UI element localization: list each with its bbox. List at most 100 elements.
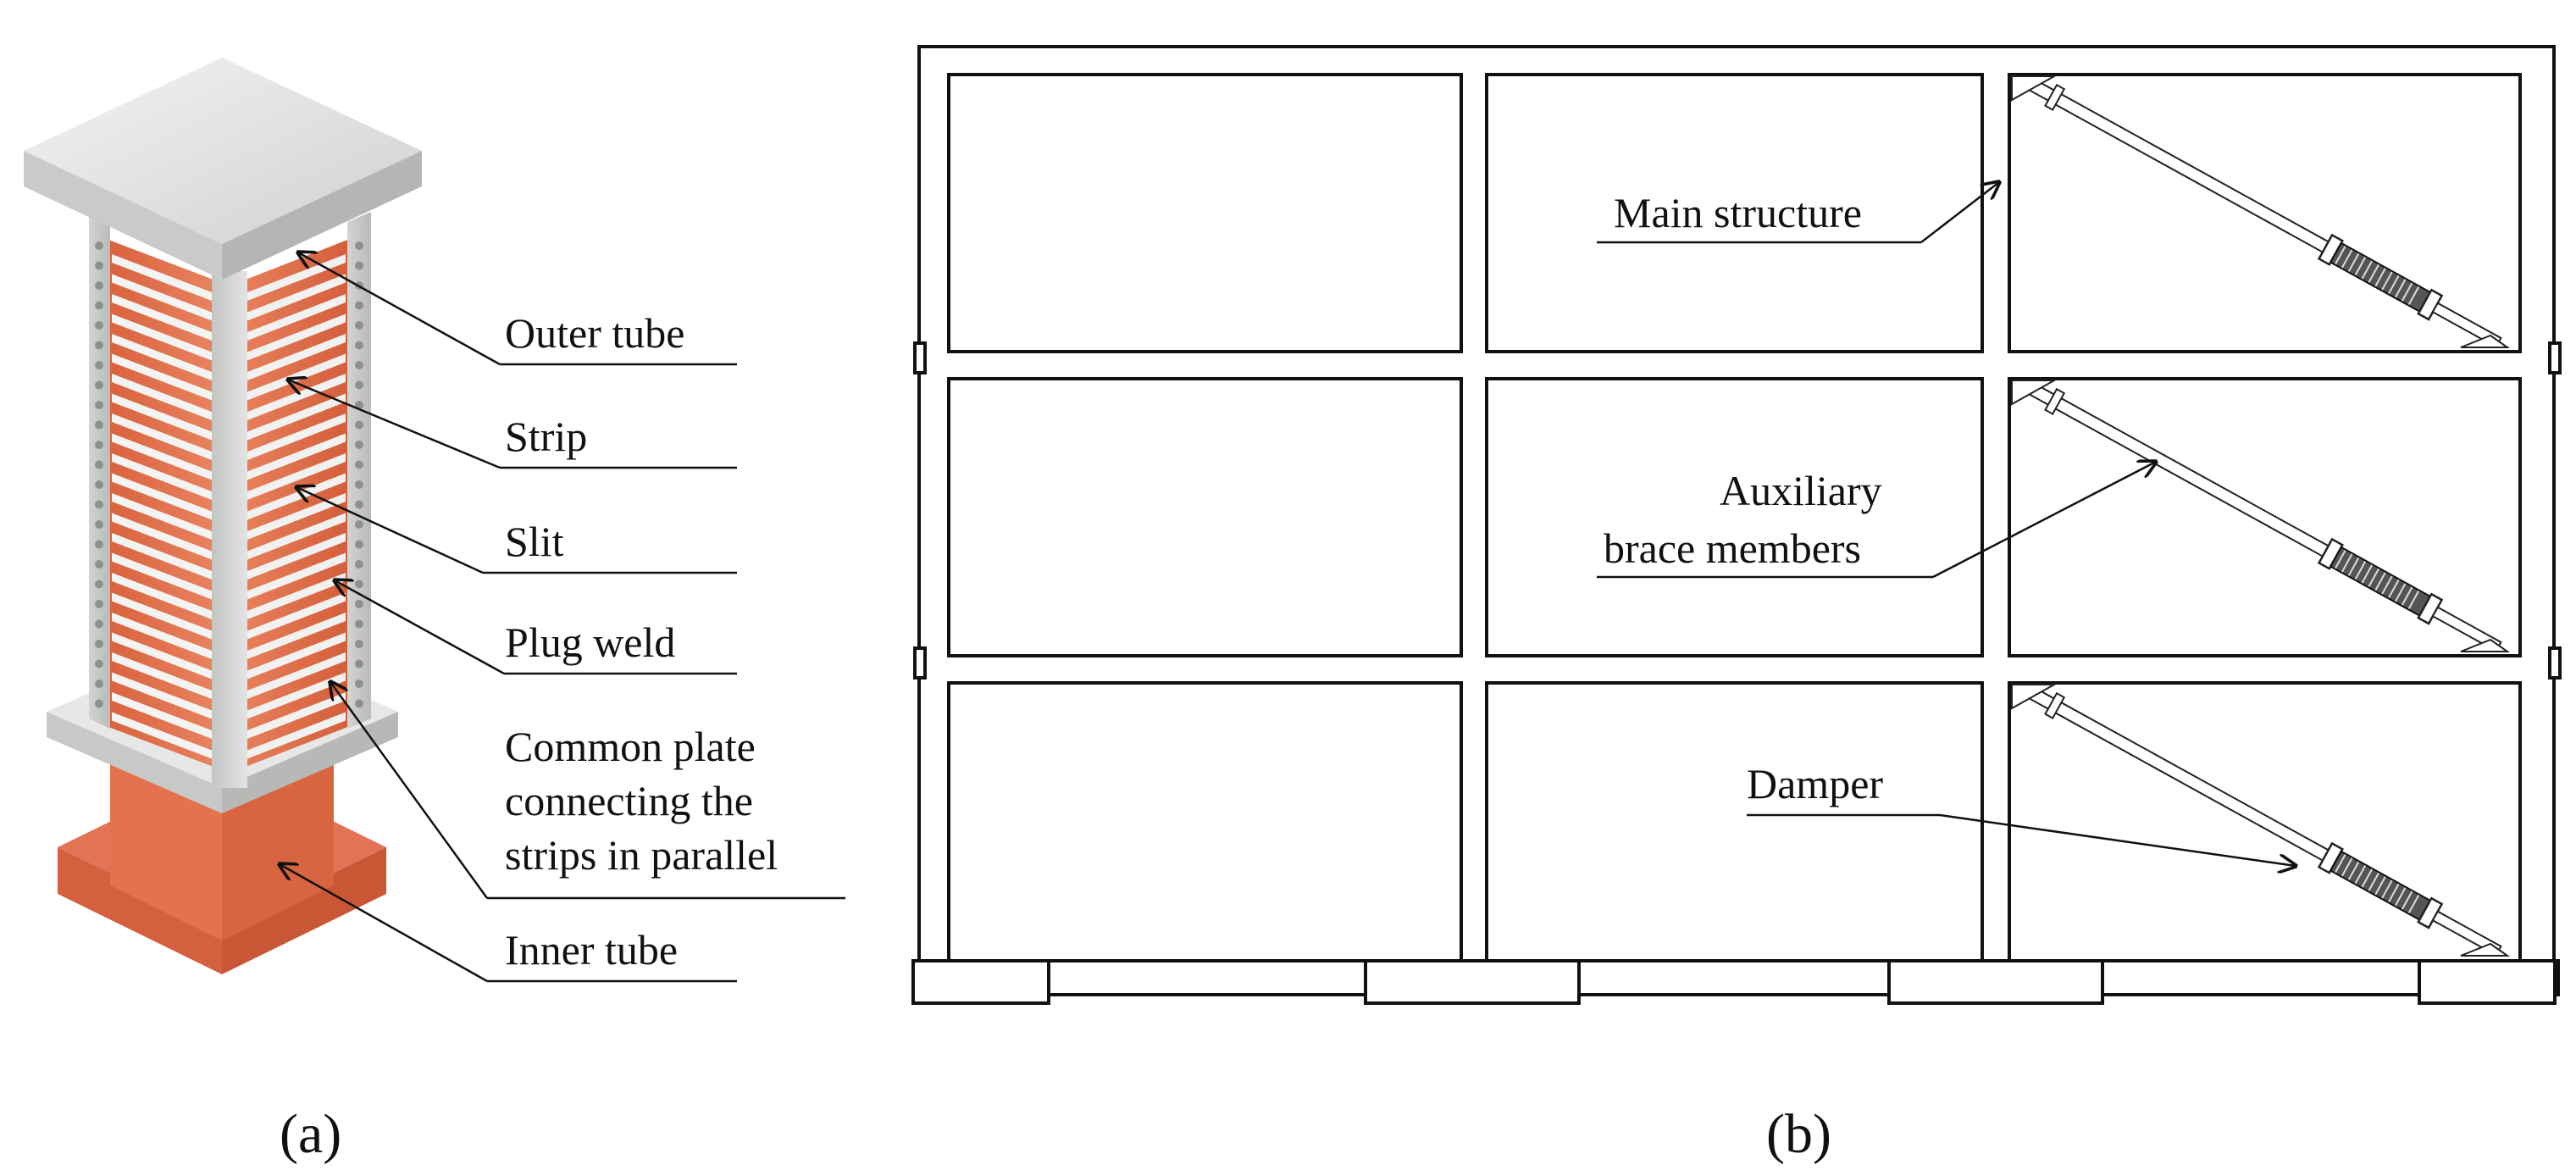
strip <box>112 334 212 380</box>
plug-weld <box>355 580 363 589</box>
label-plug-weld: Plug weld <box>505 619 675 666</box>
plug-weld <box>355 520 363 529</box>
strip <box>112 533 212 580</box>
strip <box>247 374 346 420</box>
strip <box>247 453 346 500</box>
plug-weld <box>95 600 103 608</box>
label-common-plate-3: strips in parallel <box>505 831 778 879</box>
label-inner-tube: Inner tube <box>505 926 678 974</box>
label-damper: Damper <box>1747 760 1883 807</box>
plug-weld <box>95 520 103 529</box>
plug-weld <box>355 600 363 608</box>
plug-weld <box>95 540 103 549</box>
strip <box>112 433 212 480</box>
strip <box>112 712 212 759</box>
plug-weld <box>355 301 363 310</box>
plug-weld <box>95 401 103 409</box>
plug-weld <box>355 540 363 549</box>
plug-weld <box>355 680 363 688</box>
plug-weld <box>95 261 103 270</box>
strip <box>247 313 346 361</box>
strip <box>112 313 212 361</box>
outer-tube-posts <box>89 212 371 788</box>
strip <box>112 613 212 659</box>
plug-weld <box>355 241 363 250</box>
strip <box>247 533 346 580</box>
strip <box>247 613 346 659</box>
strip <box>247 672 346 719</box>
plug-weld <box>95 560 103 569</box>
strip <box>112 692 212 739</box>
plug-weld <box>95 341 103 350</box>
plug-weld <box>95 380 103 390</box>
strip <box>112 652 212 699</box>
strip <box>112 254 212 301</box>
strip <box>247 294 346 341</box>
strip <box>247 393 346 441</box>
plug-weld <box>95 480 103 489</box>
strip <box>247 652 346 699</box>
caption-a: (a) <box>280 1103 341 1165</box>
label-common-plate-2: connecting the <box>505 777 753 824</box>
plug-weld <box>95 640 103 648</box>
plug-weld <box>355 441 363 449</box>
plug-weld <box>355 460 363 469</box>
label-main-structure: Main structure <box>1614 189 1862 236</box>
plug-weld <box>95 580 103 589</box>
strip <box>112 513 212 560</box>
plug-weld <box>95 420 103 430</box>
plug-weld <box>355 261 363 270</box>
strip <box>247 493 346 540</box>
plug-weld <box>355 321 363 330</box>
plug-weld <box>95 301 103 310</box>
strip <box>112 552 212 600</box>
strip <box>112 632 212 680</box>
plug-weld <box>95 241 103 250</box>
foundation <box>911 959 2560 1005</box>
plug-weld <box>95 441 103 449</box>
plug-weld <box>355 699 363 708</box>
frame-elevation: Main structure Auxiliary brace members D… <box>911 45 2562 1165</box>
strip <box>112 473 212 520</box>
plug-weld <box>95 699 103 708</box>
plug-weld <box>355 341 363 350</box>
label-outer-tube: Outer tube <box>505 309 684 357</box>
damper-illustration: Outer tube Strip Slit Plug weld Common p… <box>24 58 845 1165</box>
plug-weld <box>355 659 363 668</box>
brace-with-damper <box>2011 75 2511 348</box>
strip <box>247 413 346 460</box>
plug-weld <box>355 380 363 390</box>
plug-weld <box>355 619 363 629</box>
strip <box>112 413 212 460</box>
plug-weld <box>95 361 103 369</box>
plug-weld <box>355 500 363 509</box>
plug-weld <box>95 321 103 330</box>
top-plate <box>24 58 422 280</box>
plug-weld <box>95 619 103 629</box>
strip <box>112 294 212 341</box>
plug-weld <box>95 460 103 469</box>
strip <box>247 632 346 680</box>
strip <box>112 573 212 619</box>
strip <box>247 334 346 380</box>
plug-weld <box>355 640 363 648</box>
strip <box>112 393 212 441</box>
plug-weld <box>355 480 363 489</box>
strip <box>247 552 346 600</box>
plug-weld <box>95 680 103 688</box>
label-common-plate-1: Common plate <box>505 723 756 770</box>
plug-weld <box>355 401 363 409</box>
brace-with-damper <box>2011 380 2511 652</box>
strip <box>247 573 346 619</box>
strip <box>112 453 212 500</box>
plug-weld <box>95 659 103 668</box>
caption-b: (b) <box>1766 1103 1831 1165</box>
auxiliary-brace-members <box>2011 75 2511 957</box>
strip <box>247 274 346 321</box>
plug-weld <box>95 500 103 509</box>
strip <box>247 433 346 480</box>
plug-weld <box>95 281 103 290</box>
strip <box>112 672 212 719</box>
strip <box>247 692 346 739</box>
strip <box>247 712 346 759</box>
